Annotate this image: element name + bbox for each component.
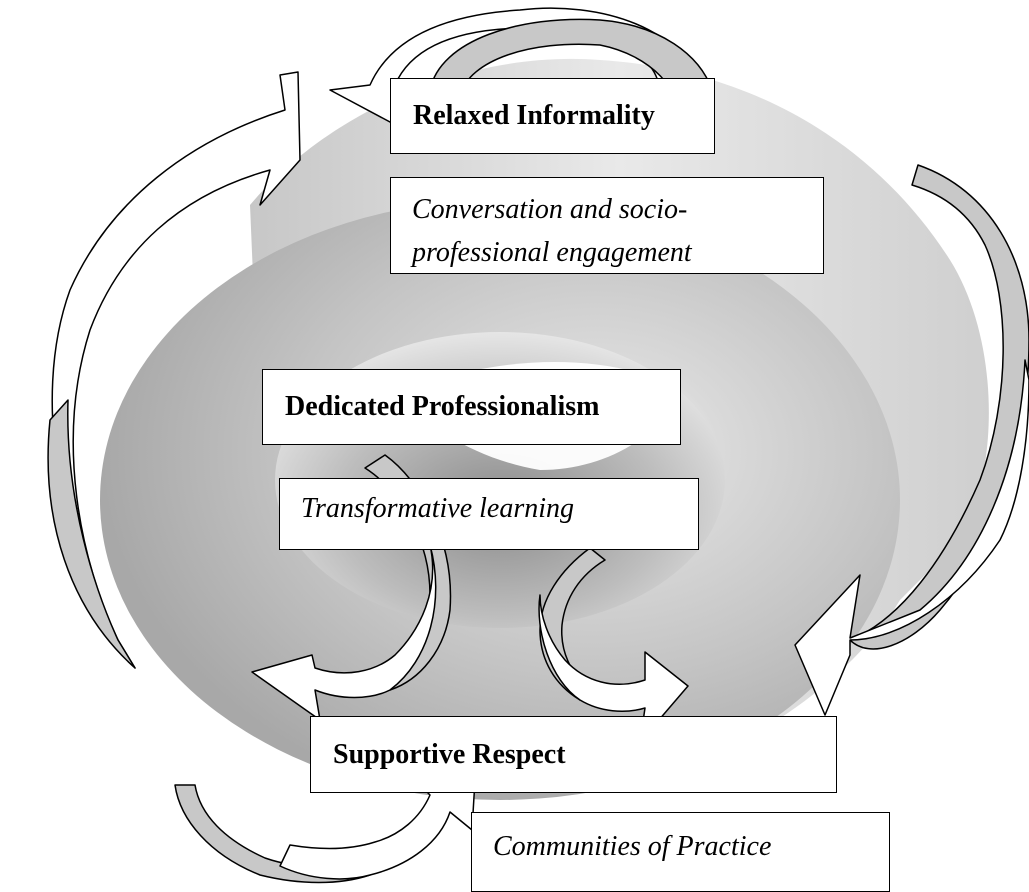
- conversation-box: Conversation and socio- professional eng…: [390, 177, 824, 274]
- transformative-learning-box: Transformative learning: [279, 478, 699, 550]
- communities-of-practice-label: Communities of Practice: [493, 831, 772, 862]
- relaxed-informality-label: Relaxed Informality: [413, 100, 655, 131]
- dedicated-professionalism-box: Dedicated Professionalism: [262, 369, 681, 445]
- left-curl-arrow: [251, 544, 437, 721]
- transformative-learning-label: Transformative learning: [301, 493, 575, 524]
- communities-of-practice-box: Communities of Practice: [471, 812, 890, 892]
- conversation-label-line1: Conversation and socio-: [412, 194, 688, 225]
- bottom-arrow: [279, 774, 476, 880]
- dedicated-professionalism-label: Dedicated Professionalism: [285, 391, 600, 422]
- left-arc-arrow-grey: [47, 399, 136, 669]
- relaxed-informality-box: Relaxed Informality: [390, 78, 715, 154]
- supportive-respect-box: Supportive Respect: [310, 716, 837, 793]
- right-curl-arrow: [538, 594, 689, 743]
- conversation-label-line2: professional engagement: [412, 237, 692, 268]
- supportive-respect-label: Supportive Respect: [333, 738, 566, 770]
